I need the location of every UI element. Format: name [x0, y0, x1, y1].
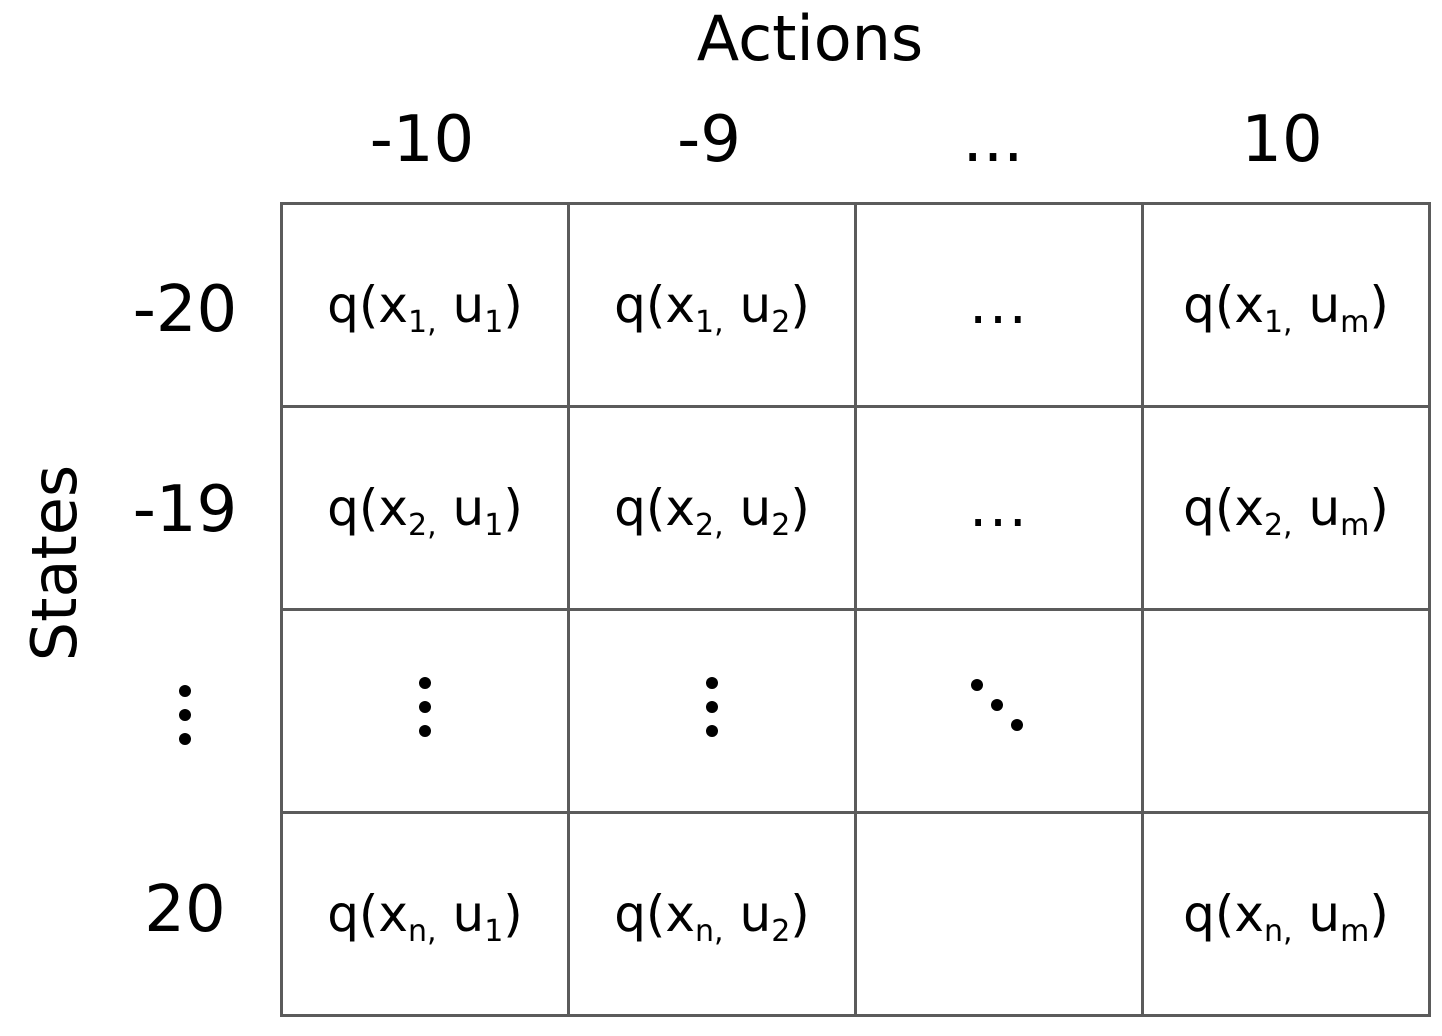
action-symbol: u [1292, 479, 1341, 537]
action-subscript: m [1340, 508, 1370, 543]
action-symbol: u [436, 276, 485, 334]
q-function-text: q(x [614, 885, 696, 943]
action-symbol: u [436, 479, 485, 537]
q-value-entry: q(xn, u1) [327, 885, 523, 947]
state-subscript: 1, [695, 305, 724, 340]
closing-paren: ) [790, 479, 810, 537]
action-symbol: u [723, 885, 772, 943]
closing-paren: ) [1369, 276, 1389, 334]
q-value-entry: q(x2, u1) [327, 479, 523, 541]
state-subscript: 2, [408, 508, 437, 543]
table-cell: q(xn, u1) [280, 811, 570, 1017]
q-table-grid: q(x1, u1)q(x1, u2)...q(x1, um)q(x2, u1)q… [280, 202, 1431, 1017]
closing-paren: ) [1369, 479, 1389, 537]
action-symbol: u [723, 276, 772, 334]
closing-paren: ) [503, 479, 523, 537]
action-subscript: m [1340, 305, 1370, 340]
action-symbol: u [436, 885, 485, 943]
q-function-text: q(x [614, 276, 695, 334]
q-value-entry: q(x1, u2) [614, 276, 810, 338]
actions-axis-title: Actions [696, 2, 924, 75]
state-subscript: n, [1263, 914, 1293, 949]
vertical-dots-icon [705, 665, 719, 749]
action-header-last: 10 [1241, 103, 1323, 177]
q-value-entry: q(xn, um) [1183, 885, 1389, 947]
state-header-2: -19 [132, 473, 238, 547]
table-cell: q(x1, u1) [280, 202, 570, 408]
vertical-dots-icon [178, 673, 192, 757]
action-symbol: u [1292, 885, 1341, 943]
states-axis-title: States [18, 464, 91, 662]
state-header-ellipsis [110, 673, 260, 768]
table-cell: q(xn, um) [1141, 811, 1431, 1017]
table-cell [854, 811, 1144, 1017]
closing-paren: ) [503, 276, 523, 334]
action-symbol: u [723, 479, 772, 537]
closing-paren: ) [1369, 885, 1389, 943]
action-header-1: -10 [369, 103, 475, 177]
table-cell: ... [854, 202, 1144, 408]
closing-paren: ) [790, 276, 810, 334]
q-function-text: q(x [327, 885, 409, 943]
q-value-entry: q(x2, um) [1183, 479, 1389, 541]
table-cell [280, 608, 570, 814]
table-cell: ... [854, 405, 1144, 611]
state-header-last: 20 [144, 873, 226, 947]
state-subscript: 1, [408, 305, 437, 340]
state-subscript: 2, [695, 508, 724, 543]
table-cell: q(x1, um) [1141, 202, 1431, 408]
table-row: q(xn, u1)q(xn, u2)q(xn, um) [280, 811, 1431, 1017]
q-value-entry: q(x1, um) [1183, 276, 1389, 338]
table-cell: q(x2, u1) [280, 405, 570, 611]
closing-paren: ) [790, 885, 810, 943]
action-subscript: 1 [484, 305, 504, 340]
state-subscript: 1, [1263, 305, 1293, 340]
q-function-text: q(x [1183, 276, 1264, 334]
state-subscript: n, [408, 914, 437, 949]
action-header-2: -9 [677, 103, 741, 177]
table-cell [854, 608, 1144, 814]
state-header-1: -20 [132, 273, 238, 347]
action-symbol: u [1292, 276, 1341, 334]
horizontal-dots-icon: ... [969, 272, 1029, 337]
table-cell: q(xn, u2) [567, 811, 857, 1017]
table-row: q(x2, u1)q(x2, u2)...q(x2, um) [280, 405, 1431, 611]
action-subscript: 2 [771, 508, 791, 543]
action-subscript: m [1340, 914, 1370, 949]
table-cell: q(x2, um) [1141, 405, 1431, 611]
action-subscript: 1 [484, 914, 504, 949]
q-value-entry: q(xn, u2) [614, 885, 810, 947]
vertical-dots-icon [418, 665, 432, 749]
table-row: q(x1, u1)q(x1, u2)...q(x1, um) [280, 202, 1431, 408]
action-header-ellipsis: ... [962, 103, 1024, 177]
state-subscript: n, [695, 914, 724, 949]
table-cell: q(x1, u2) [567, 202, 857, 408]
horizontal-dots-icon: ... [969, 475, 1029, 540]
action-subscript: 2 [771, 305, 791, 340]
action-subscript: 2 [771, 914, 791, 949]
table-cell [1141, 608, 1431, 814]
q-function-text: q(x [327, 479, 408, 537]
diagonal-dots-icon [969, 677, 1029, 737]
q-value-entry: q(x2, u2) [614, 479, 810, 541]
action-subscript: 1 [484, 508, 504, 543]
table-row [280, 608, 1431, 814]
q-function-text: q(x [614, 479, 695, 537]
table-cell [567, 608, 857, 814]
q-function-text: q(x [1183, 479, 1264, 537]
table-cell: q(x2, u2) [567, 405, 857, 611]
q-function-text: q(x [1183, 885, 1264, 943]
state-subscript: 2, [1263, 508, 1293, 543]
q-function-text: q(x [327, 276, 408, 334]
closing-paren: ) [503, 885, 523, 943]
q-value-entry: q(x1, u1) [327, 276, 523, 338]
